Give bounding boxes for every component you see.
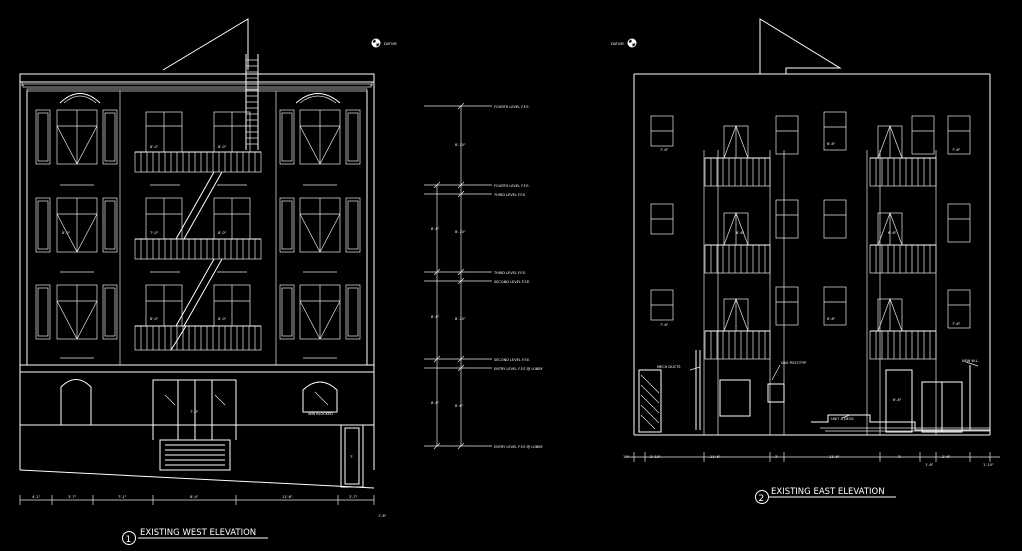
east-window-dim: 7'-6" — [660, 148, 669, 152]
west-title-number: 1 — [126, 535, 132, 545]
east-bottom-dim: 1'-6" — [925, 463, 934, 467]
east-window-dim: 7'-6" — [660, 323, 669, 327]
west-bottom-dim: 8'-4" — [190, 495, 199, 499]
level-label: FOURTH LEVEL F.F.E. — [494, 184, 530, 188]
west-window-dim: 7'-0" — [150, 231, 159, 235]
datum-icon — [627, 38, 637, 48]
east-window-dim: 6'-6" — [827, 317, 836, 321]
west-bottom-dim: 2'-7" — [349, 495, 358, 499]
level-label: SECOND LEVEL F.F.E. — [494, 280, 530, 284]
level-label: SECOND LEVEL F.F.E. — [494, 358, 530, 362]
west-side-door-dim: 7' — [350, 455, 353, 459]
east-title-number: 2 — [759, 494, 765, 504]
east-bottom-dim: 11'-6" — [829, 455, 840, 459]
datum-label-east: DATUM — [611, 42, 623, 46]
mech-ducts-note: MECH DUCTS — [657, 365, 681, 369]
west-window-dim: 8'-0" — [218, 231, 227, 235]
level-label: FOURTH LEVEL F.F.E. — [494, 105, 530, 109]
unit-a-deck-note: UNIT A DECK — [831, 417, 854, 421]
level-dim-inner: 8'-6" — [455, 404, 464, 408]
west-window-dim: 8'-0" — [218, 145, 227, 149]
datum-icon — [371, 38, 381, 48]
west-window-dim: 8'-0" — [62, 231, 71, 235]
east-bottom-dim: 11'-6" — [710, 455, 721, 459]
level-dim-outer: 8'-6" — [431, 227, 440, 231]
east-bottom-dim: 2'-10" — [650, 455, 661, 459]
east-bottom-dim: 10" — [623, 455, 629, 459]
east-bottom-dim: 3' — [775, 455, 778, 459]
level-label: ENTRY LEVEL F.F.E.@ LOBBY — [494, 445, 544, 449]
level-label: THIRD LEVEL F.F.E. — [493, 271, 526, 275]
west-title-block: 1 EXISTING WEST ELEVATION — [122, 528, 268, 545]
west-elevation: DATUM — [19, 18, 396, 545]
west-bottom-dim: 1'-6" — [378, 514, 387, 518]
west-door-dim: 7'-0" — [190, 410, 199, 414]
level-dim-inner: 8'-10" — [455, 317, 466, 321]
east-window-dim: 7'-6" — [952, 322, 961, 326]
west-bottom-dim: 7'-1" — [118, 495, 127, 499]
level-dimensions: FOURTH LEVEL F.F.E. FOURTH LEVEL F.F.E. … — [424, 102, 544, 450]
win-blocked-note: WIN BLOCKED — [308, 412, 333, 416]
level-label: ENTRY LEVEL F.F.E.@ LOBBY — [494, 367, 544, 371]
west-title: EXISTING WEST ELEVATION — [140, 528, 256, 538]
east-window-dim: 7'-6" — [952, 148, 961, 152]
east-bottom-dim: 1'-10" — [983, 463, 994, 467]
level-dim-outer: 8'-6" — [431, 315, 440, 319]
east-title: EXISTING EAST ELEVATION — [771, 487, 885, 497]
east-window-dim: 6'-6" — [827, 142, 836, 146]
east-window-dim: 6'-6" — [888, 231, 897, 235]
east-bottom-dim: 2'-6" — [942, 455, 951, 459]
west-window-dim: 8'-0" — [150, 145, 159, 149]
west-bottom-dim: 3'-7" — [68, 495, 77, 499]
east-title-block: 2 EXISTING EAST ELEVATION — [755, 487, 896, 504]
level-dim-inner: 8'-10" — [455, 230, 466, 234]
level-label: THIRD LEVEL F.F.E. — [493, 193, 526, 197]
east-window-dim: 6'-6" — [736, 231, 745, 235]
west-bottom-dim: 11'-6" — [282, 495, 293, 499]
level-dim-outer: 8'-6" — [431, 401, 440, 405]
west-window-dim: 8'-0" — [218, 317, 227, 321]
gas-post-note: GAS POST/TYP — [781, 361, 806, 365]
new-wl-note: NEW W.L. — [962, 359, 979, 363]
west-window-dim: 8'-0" — [150, 317, 159, 321]
east-door-dim: 6'-8" — [893, 398, 902, 402]
east-elevation: DATUM — [611, 18, 1000, 504]
west-bottom-dim: 4'-1" — [32, 495, 41, 499]
level-dim-inner: 8'-10" — [455, 143, 466, 147]
east-bottom-dim: 3' — [898, 455, 901, 459]
datum-label-west: DATUM — [384, 42, 396, 46]
